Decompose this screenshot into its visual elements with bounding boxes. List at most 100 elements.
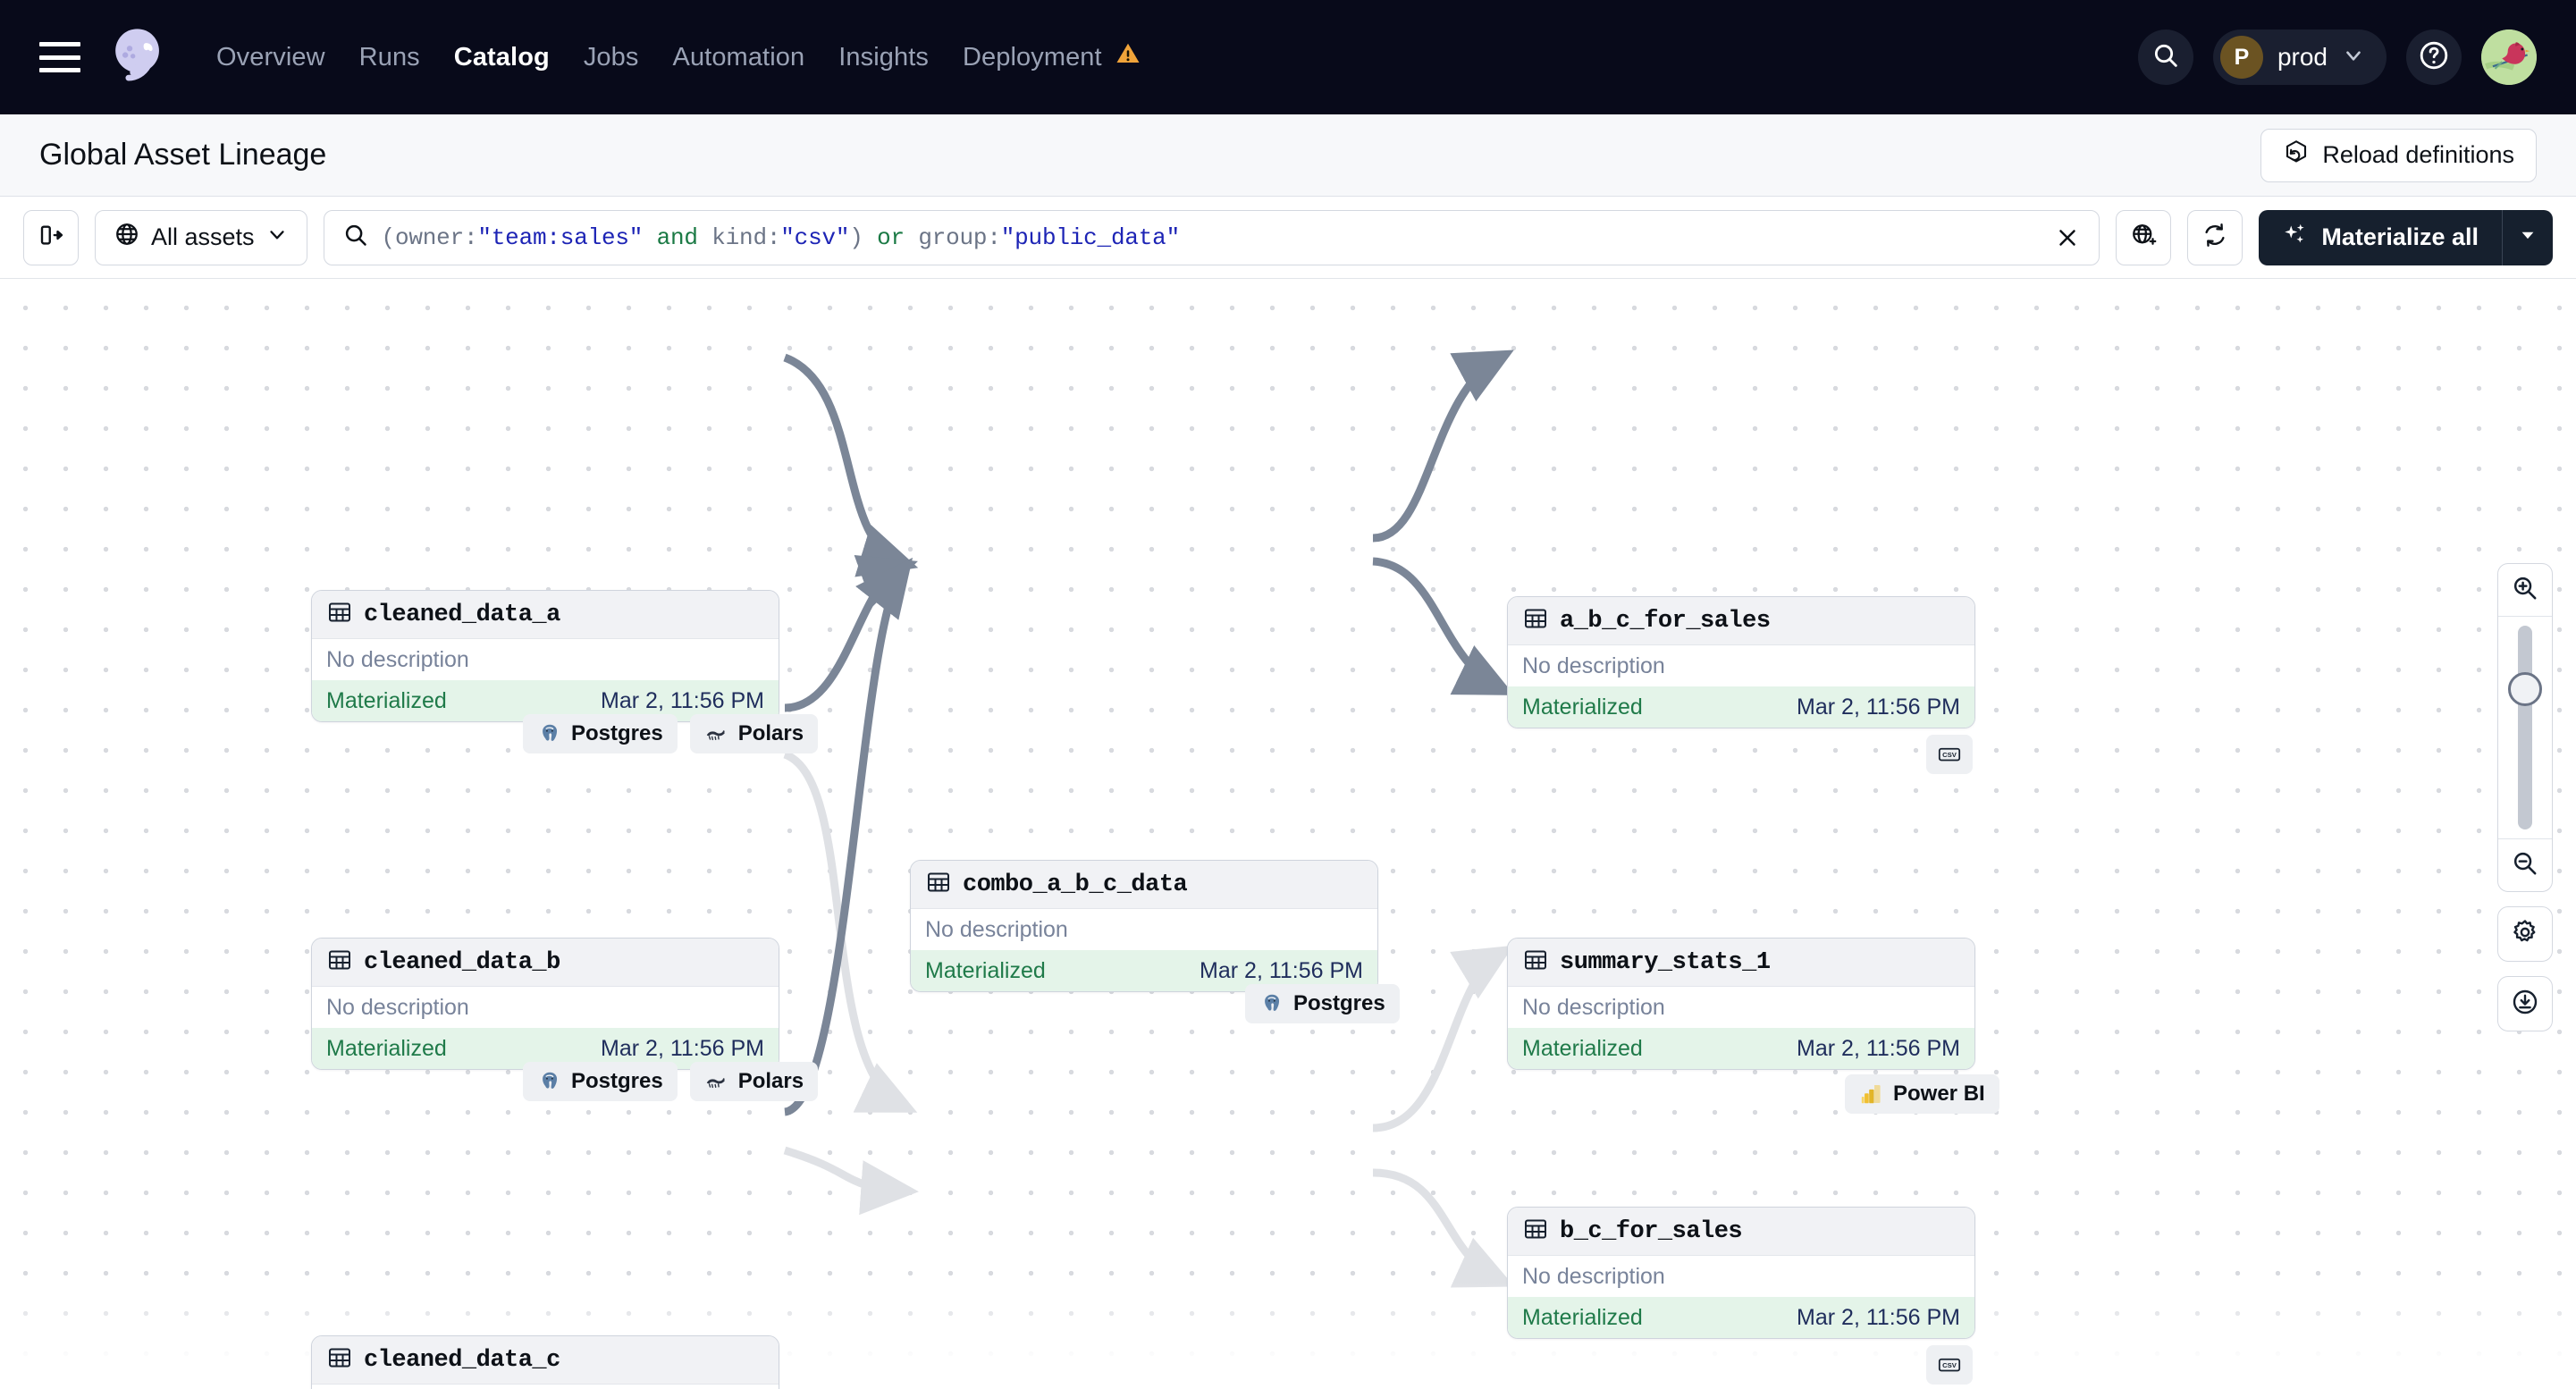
deployment-initial: P [2219, 36, 2263, 79]
cube-refresh-icon [2283, 139, 2310, 172]
materialize-all-main[interactable]: Materialize all [2259, 210, 2502, 265]
user-avatar[interactable] [2481, 29, 2537, 85]
kind-tag-label: Postgres [1293, 991, 1385, 1015]
chevron-down-icon [2342, 44, 2365, 72]
download-graph-button[interactable] [2497, 976, 2553, 1031]
asset-node-title: cleaned_data_b [364, 948, 560, 976]
query-token: : [766, 223, 781, 251]
materialize-all-button[interactable]: Materialize all [2259, 209, 2553, 265]
lineage-edges [783, 349, 1515, 1288]
add-global-filter-button[interactable] [2116, 209, 2172, 265]
search-icon [342, 222, 369, 253]
kind-tag-power-bi[interactable]: Power BI [1845, 1074, 1999, 1114]
asset-search-bar[interactable]: (owner:"team:sales" and kind:"csv") or g… [323, 209, 2100, 265]
asset-node-cleaned_data_c[interactable]: cleaned_data_cNo descriptionMaterialized… [311, 1335, 779, 1389]
query-token: kind [711, 223, 767, 251]
asset-node-description: No description [312, 1385, 779, 1389]
zoom-slider[interactable] [2498, 617, 2552, 838]
zoom-divider-bottom [2498, 838, 2552, 839]
clear-search-icon[interactable] [2052, 223, 2083, 253]
nav-link-automation[interactable]: Automation [672, 42, 805, 72]
nav-link-catalog[interactable]: Catalog [453, 42, 550, 72]
kind-tag-csv[interactable]: CSV [1926, 735, 1973, 774]
query-token: ( [381, 223, 396, 251]
asset-node-timestamp[interactable]: Mar 2, 11:56 PM [601, 687, 764, 713]
nav-link-overview[interactable]: Overview [216, 42, 325, 72]
kind-tag-csv[interactable]: CSV [1926, 1345, 1973, 1385]
table-icon [326, 1344, 353, 1376]
materialize-options-button[interactable] [2503, 210, 2553, 265]
top-navigation-bar: Overview Runs Catalog Jobs Automation In… [0, 0, 2576, 114]
nav-link-deployment-label: Deployment [962, 42, 1102, 72]
asset-node-timestamp[interactable]: Mar 2, 11:56 PM [601, 1035, 764, 1061]
nav-link-insights[interactable]: Insights [838, 42, 929, 72]
asset-node-title: cleaned_data_a [364, 601, 560, 628]
lineage-toolbar: All assets (owner:"team:sales" and kind:… [0, 197, 2576, 279]
zoom-out-button[interactable] [2498, 839, 2552, 891]
nav-link-runs[interactable]: Runs [358, 42, 420, 72]
zoom-slider-thumb[interactable] [2508, 672, 2542, 706]
asset-node-description: No description [312, 639, 779, 680]
reload-definitions-button[interactable]: Reload definitions [2260, 128, 2537, 182]
kind-tag-postgres[interactable]: Postgres [523, 714, 678, 753]
asset-kind-tags: Postgres [1245, 984, 1400, 1023]
asset-node-timestamp[interactable]: Mar 2, 11:56 PM [1797, 694, 1960, 720]
asset-node-title: a_b_c_for_sales [1560, 607, 1771, 635]
asset-node-status-label: Materialized [1522, 1035, 1643, 1061]
kind-tag-polars[interactable]: Polars [689, 1062, 819, 1101]
search-query-text[interactable]: (owner:"team:sales" and kind:"csv") or g… [382, 224, 1180, 251]
dagster-logo[interactable] [104, 21, 175, 93]
powerbi-icon [1859, 1082, 1884, 1107]
graph-settings-button[interactable] [2497, 906, 2553, 962]
globe-icon [114, 221, 140, 254]
kind-tag-label: Power BI [1893, 1082, 1985, 1106]
hamburger-menu-icon[interactable] [39, 42, 80, 72]
kind-tag-label: Polars [737, 1069, 804, 1093]
globe-add-icon [2130, 222, 2157, 253]
caret-down-icon [2518, 225, 2538, 249]
asset-node-title: cleaned_data_c [364, 1346, 560, 1374]
kind-tag-polars[interactable]: Polars [689, 714, 819, 753]
sidebar-toggle-button[interactable] [23, 209, 79, 265]
search-icon [2151, 41, 2180, 74]
nav-link-deployment[interactable]: Deployment [963, 40, 1141, 74]
zoom-in-button[interactable] [2498, 564, 2552, 616]
asset-node-header: b_c_for_sales [1508, 1208, 1974, 1256]
postgres-icon [537, 1069, 562, 1094]
query-token: ) [849, 223, 863, 251]
asset-scope-filter-label: All assets [151, 223, 255, 250]
asset-node-timestamp[interactable]: Mar 2, 11:56 PM [1200, 957, 1363, 983]
asset-node-timestamp[interactable]: Mar 2, 11:56 PM [1797, 1304, 1960, 1330]
kind-tag-label: Postgres [571, 1069, 663, 1093]
asset-node-status-bar: Materialized Mar 2, 11:56 PM [1508, 1028, 1974, 1069]
query-token: : [987, 223, 1001, 251]
asset-node-status-label: Materialized [925, 957, 1046, 983]
polars-icon [704, 721, 729, 746]
global-search-button[interactable] [2137, 29, 2193, 85]
zoom-in-icon [2511, 574, 2539, 607]
help-button[interactable] [2406, 29, 2462, 85]
download-icon [2511, 988, 2539, 1021]
question-circle-icon [2418, 39, 2450, 76]
asset-scope-filter[interactable]: All assets [95, 209, 307, 265]
deployment-switcher[interactable]: P prod [2212, 29, 2387, 85]
asset-node-description: No description [911, 909, 1377, 950]
refresh-graph-button[interactable] [2187, 209, 2243, 265]
nav-link-jobs[interactable]: Jobs [583, 42, 639, 72]
asset-node-title: summary_stats_1 [1560, 948, 1771, 976]
kind-tag-label: Polars [737, 721, 804, 745]
asset-node-timestamp[interactable]: Mar 2, 11:56 PM [1797, 1035, 1960, 1061]
page-header: Global Asset Lineage Reload definitions [0, 114, 2576, 197]
warning-triangle-icon [1115, 40, 1141, 74]
kind-tag-postgres[interactable]: Postgres [1245, 984, 1400, 1023]
kind-tag-postgres[interactable]: Postgres [523, 1062, 678, 1101]
